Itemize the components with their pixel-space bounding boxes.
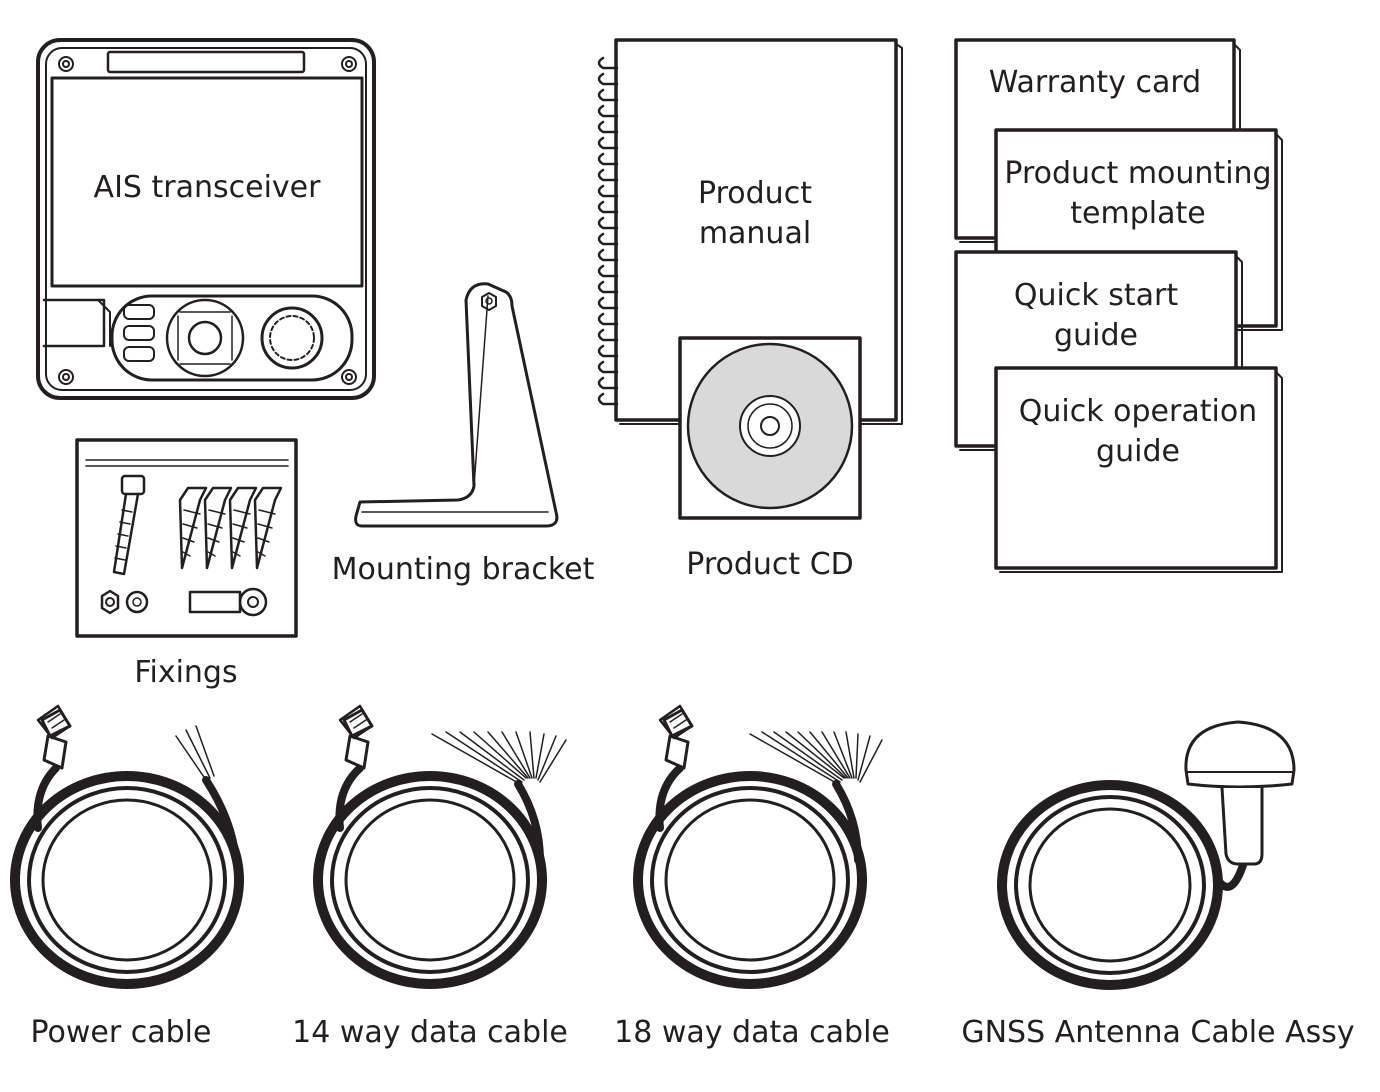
quick-operation-guide-label: Quick operation guide bbox=[1000, 392, 1276, 472]
gnss-antenna-label: GNSS Antenna Cable Assy bbox=[961, 1015, 1355, 1050]
quick-start-line-1: Quick start bbox=[1013, 278, 1179, 313]
product-manual-line-1: Product bbox=[698, 176, 812, 211]
data-cable-18-label: 18 way data cable bbox=[614, 1015, 890, 1050]
gnss-antenna-icon bbox=[997, 720, 1296, 990]
mounting-bracket-icon bbox=[354, 282, 559, 528]
mounting-template-line-1: Product mounting bbox=[1004, 156, 1272, 191]
data-cable-icon bbox=[313, 704, 567, 989]
document-card-icon bbox=[994, 366, 1283, 573]
quick-operation-line-2: guide bbox=[1096, 434, 1180, 469]
warranty-card-label: Warranty card bbox=[988, 65, 1202, 100]
power-cable-label: Power cable bbox=[30, 1015, 212, 1050]
data-cable-14-label: 14 way data cable bbox=[292, 1015, 568, 1050]
quick-start-guide-label: Quick start guide bbox=[968, 276, 1224, 356]
fixings-label: Fixings bbox=[134, 655, 238, 690]
quick-start-line-2: guide bbox=[1054, 318, 1138, 353]
fixings-bag-icon bbox=[75, 438, 298, 638]
mounting-template-label: Product mounting template bbox=[1000, 154, 1276, 234]
mounting-bracket-label: Mounting bracket bbox=[331, 552, 595, 587]
quick-operation-line-1: Quick operation bbox=[1018, 394, 1258, 429]
mounting-template-line-2: template bbox=[1070, 196, 1206, 231]
ais-transceiver-label: AIS transceiver bbox=[93, 170, 321, 205]
product-manual-line-2: manual bbox=[698, 216, 812, 251]
product-cd-icon bbox=[678, 336, 862, 520]
product-manual-label: Product manual bbox=[640, 174, 870, 254]
power-cable-icon bbox=[10, 704, 244, 989]
data-cable-icon bbox=[633, 704, 883, 989]
ais-transceiver-icon bbox=[36, 38, 376, 400]
product-manual-icon bbox=[597, 38, 903, 425]
product-cd-label: Product CD bbox=[686, 547, 854, 582]
